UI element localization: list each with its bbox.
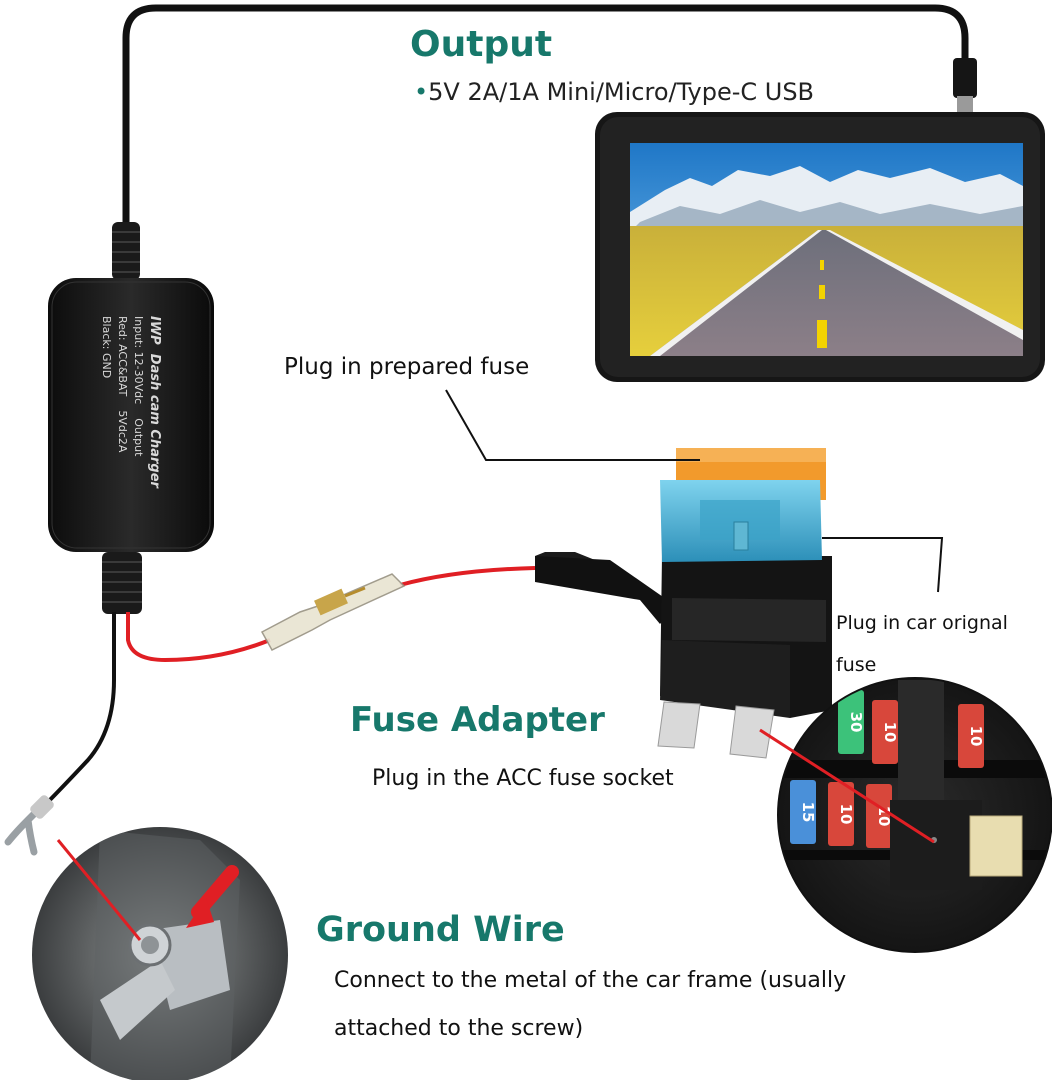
output-spec: •5V 2A/1A Mini/Micro/Type-C USB xyxy=(414,78,814,106)
charger-red: Red: ACC&BAT xyxy=(116,316,129,397)
blade-fuse xyxy=(958,704,984,768)
charger-brand: IWP xyxy=(147,316,162,345)
ground-wire-desc-line2: attached to the screw) xyxy=(334,1016,584,1041)
output-bullet: • xyxy=(414,78,429,106)
blade-fuse xyxy=(866,784,892,848)
dash-cam-screen xyxy=(630,143,1023,356)
usb-plug xyxy=(953,58,977,114)
prepared-fuse xyxy=(660,448,826,562)
fuse-box-photo: 30 10 10 15 10 10 xyxy=(777,677,1052,953)
cable-strain-relief-top xyxy=(112,222,140,280)
callout-original-fuse-line2: fuse xyxy=(836,654,877,676)
charger-input: Input: 12-30Vdc xyxy=(132,316,145,405)
blade-fuse-rating: 10 xyxy=(875,806,893,827)
ring-terminal xyxy=(4,795,54,856)
output-title: Output xyxy=(410,24,553,65)
charger-black: Black: GND xyxy=(100,316,113,379)
blade-fuse-rating: 30 xyxy=(847,712,865,733)
blade-fuse-rating: 15 xyxy=(799,802,817,823)
black-ground-wire xyxy=(36,612,116,814)
dash-cam-device xyxy=(595,112,1045,382)
charger-output-value: 5Vdc2A xyxy=(116,410,129,453)
blade-fuse-rating: 10 xyxy=(837,804,855,825)
charger-name: Dash cam Charger xyxy=(147,353,162,488)
output-spec-text: 5V 2A/1A Mini/Micro/Type-C USB xyxy=(428,78,815,106)
blade-fuse xyxy=(828,782,854,846)
fuse-adapter-desc: Plug in the ACC fuse socket xyxy=(372,766,674,791)
output-cable xyxy=(122,4,969,239)
ground-wire-title: Ground Wire xyxy=(316,910,565,950)
inline-fuse-holder xyxy=(260,573,406,651)
blade-fuse-rating: 10 xyxy=(967,726,985,747)
ground-wire-desc-line1: Connect to the metal of the car frame (u… xyxy=(334,968,847,993)
charger-label: IWP Dash cam Charger Input: 12-30Vdc Out… xyxy=(22,316,162,556)
charger-box xyxy=(48,278,214,552)
fuse-adapter xyxy=(535,552,832,759)
cable-strain-relief-bottom xyxy=(102,552,142,614)
leader-ground xyxy=(56,839,142,941)
fuse-adapter-title: Fuse Adapter xyxy=(350,700,605,740)
red-acc-wire xyxy=(126,566,536,663)
blade-fuse xyxy=(872,700,898,764)
charger-output-label: Output xyxy=(132,418,145,457)
leader-acc-socket xyxy=(759,728,935,844)
blade-fuse xyxy=(790,780,816,844)
ground-photo xyxy=(32,827,288,1080)
blade-fuse-rating: 10 xyxy=(881,722,899,743)
leader-prepared-fuse xyxy=(445,389,700,461)
leader-original-fuse xyxy=(822,537,944,593)
callout-prepared-fuse: Plug in prepared fuse xyxy=(284,354,530,380)
callout-original-fuse-line1: Plug in car orignal xyxy=(836,612,1008,634)
blade-fuse xyxy=(838,690,864,754)
